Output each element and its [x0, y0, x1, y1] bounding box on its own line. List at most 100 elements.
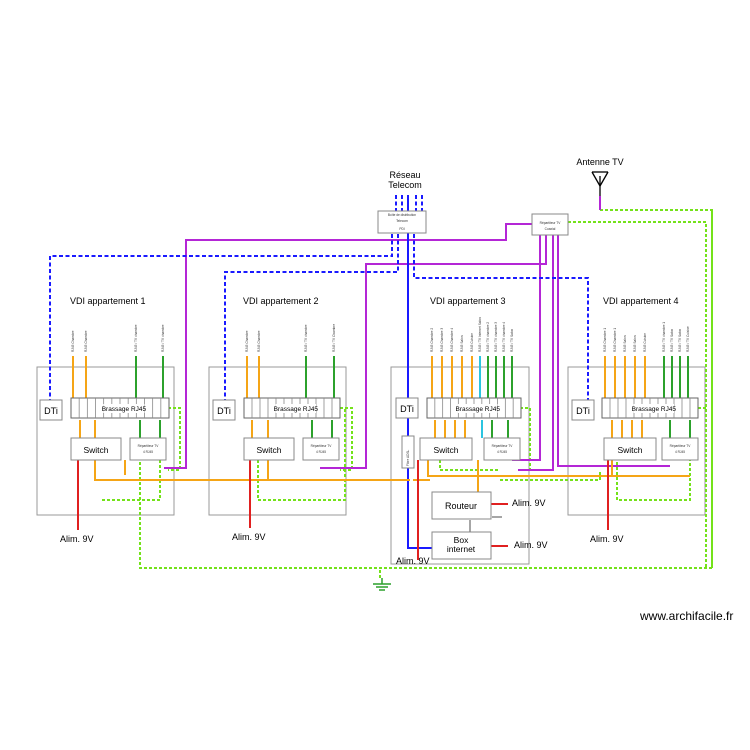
svg-text:4 RJ45: 4 RJ45 — [497, 450, 507, 454]
telecom-distribution-box: Boîte de distribution Telecom PDI — [377, 210, 427, 234]
outlet-labels: RJ45 Chambre RJ45 Chambre RJ45 / TV chambr… — [71, 317, 690, 352]
antenna-icon — [591, 171, 609, 196]
power-lines — [77, 460, 609, 560]
svg-text:Répartiteur TV: Répartiteur TV — [670, 444, 692, 448]
power-label-4: Alim. 9V — [590, 534, 624, 544]
tv-coax-splitter: Répartiteur TV Coaxial — [531, 213, 569, 236]
outlet-label: RJ45 Chambre — [84, 330, 88, 352]
svg-text:Switch: Switch — [256, 445, 281, 455]
network-switch: Switch — [603, 437, 657, 461]
router-label: Routeur — [445, 501, 477, 511]
tv-splitter-rj45: Répartiteur TV 4 RJ45 — [129, 437, 167, 461]
outlet-label: RJ45 / TV chambre 1 — [662, 322, 666, 352]
outlet-label: RJ45 / TV chambre — [304, 324, 308, 352]
internet-box: Box internet — [431, 531, 492, 560]
telecom-dashed-lines — [49, 195, 589, 400]
svg-text:Répartiteur TV: Répartiteur TV — [540, 221, 562, 225]
ground-bonding-lines — [100, 209, 713, 578]
apartment-3-title: VDI appartement 3 — [430, 296, 506, 306]
dti-box: DTi — [571, 399, 595, 421]
rj45-lines — [72, 356, 690, 492]
router-box: Routeur — [431, 491, 492, 520]
internal-links — [469, 516, 502, 532]
apartment-4-title: VDI appartement 4 — [603, 296, 679, 306]
telecom-solid-line — [407, 195, 432, 549]
power-label-3: Alim. 9V — [396, 556, 430, 566]
svg-text:Répartiteur TV: Répartiteur TV — [138, 444, 160, 448]
dti-box: DTi — [395, 397, 419, 419]
outlet-label: RJ45 / TV chambre — [134, 324, 138, 352]
svg-text:Fibre ADSL: Fibre ADSL — [406, 449, 410, 466]
svg-text:DTi: DTi — [400, 404, 414, 414]
outlet-label: RJ45 / TV chambre 4 — [502, 322, 506, 352]
svg-text:Switch: Switch — [617, 445, 642, 455]
patch-panel: Brassage RJ45 — [70, 397, 170, 419]
outlet-label: RJ45 / TV chambre — [161, 324, 165, 352]
dti-box: DTi — [39, 399, 63, 421]
svg-text:Switch: Switch — [433, 445, 458, 455]
patch-panel: Brassage RJ45 — [601, 397, 699, 419]
outlet-label: RJ45 Chambre — [71, 330, 75, 352]
outlet-label: RJ45 Chambre 4 — [450, 328, 454, 352]
ground-symbol — [373, 578, 391, 591]
tv-lines — [135, 356, 691, 438]
apartment-2-title: VDI appartement 2 — [243, 296, 319, 306]
svg-text:DTi: DTi — [217, 406, 231, 416]
svg-text:DTi: DTi — [44, 406, 58, 416]
svg-text:Boîte de distribution: Boîte de distribution — [388, 213, 416, 217]
outlet-label: RJ45 Cuisine — [643, 333, 647, 352]
svg-text:Switch: Switch — [83, 445, 108, 455]
tv-splitter-rj45: Répartiteur TV 4 RJ45 — [302, 437, 340, 461]
outlet-label: RJ45 / TV Internet Salon — [478, 317, 482, 352]
svg-text:PDI: PDI — [399, 227, 404, 231]
outlet-label: RJ45 / TV Cuisine — [686, 326, 690, 352]
outlet-label: RJ45 Salon — [633, 335, 637, 352]
fiber-lines — [479, 356, 483, 438]
antenna-label: Antenne TV — [576, 157, 623, 167]
outlet-label: RJ45 / TV chambre 3 — [494, 322, 498, 352]
network-switch: Switch — [243, 437, 295, 461]
svg-text:Brassage RJ45: Brassage RJ45 — [274, 406, 319, 413]
svg-text:Répartiteur TV: Répartiteur TV — [311, 444, 333, 448]
svg-text:Coaxial: Coaxial — [545, 227, 556, 231]
outlet-label: RJ45 Chambre — [245, 330, 249, 352]
power-label-2: Alim. 9V — [232, 532, 266, 542]
patch-panel: Brassage RJ45 — [243, 397, 341, 419]
svg-text:internet: internet — [447, 544, 476, 554]
svg-text:4 RJ45: 4 RJ45 — [143, 450, 153, 454]
outlet-label: RJ45 / TV Chambre — [332, 324, 336, 352]
svg-text:Brassage RJ45: Brassage RJ45 — [456, 406, 501, 413]
network-switch: Switch — [70, 437, 122, 461]
network-label-line2: Telecom — [388, 180, 422, 190]
outlet-label: RJ45 / TV Salon — [510, 329, 514, 352]
outlet-label: RJ45 Chambre 3 — [440, 328, 444, 352]
svg-text:4 RJ45: 4 RJ45 — [675, 450, 685, 454]
outlet-label: RJ45 / TV Salon — [678, 329, 682, 352]
coax-lines — [164, 196, 670, 471]
svg-text:DTi: DTi — [576, 406, 590, 416]
outlet-label: RJ45 / TV chambre 2 — [486, 322, 490, 352]
svg-text:4 RJ45: 4 RJ45 — [316, 450, 326, 454]
outlet-label: RJ45 Chambre 1 — [613, 328, 617, 352]
network-switch: Switch — [419, 437, 473, 461]
apartment-1-enclosure — [36, 366, 175, 516]
outlet-label: RJ45 Chambre 2 — [430, 328, 434, 352]
svg-text:Répartiteur TV: Répartiteur TV — [492, 444, 514, 448]
fibre-adsl-module: Fibre ADSL — [401, 435, 415, 469]
patch-panel: Brassage RJ45 — [426, 397, 522, 419]
svg-text:Brassage RJ45: Brassage RJ45 — [102, 406, 147, 413]
outlet-label: RJ45 Salon — [460, 335, 464, 352]
outlet-label: RJ45 Cuisine — [470, 333, 474, 352]
power-label-box: Alim. 9V — [514, 540, 548, 550]
tv-splitter-rj45: Répartiteur TV 4 RJ45 — [483, 437, 521, 461]
svg-text:Box: Box — [454, 535, 469, 545]
svg-text:Telecom: Telecom — [396, 219, 408, 223]
outlet-label: RJ45 / TV Salon — [670, 329, 674, 352]
tv-splitter-rj45: Répartiteur TV 4 RJ45 — [661, 437, 699, 461]
